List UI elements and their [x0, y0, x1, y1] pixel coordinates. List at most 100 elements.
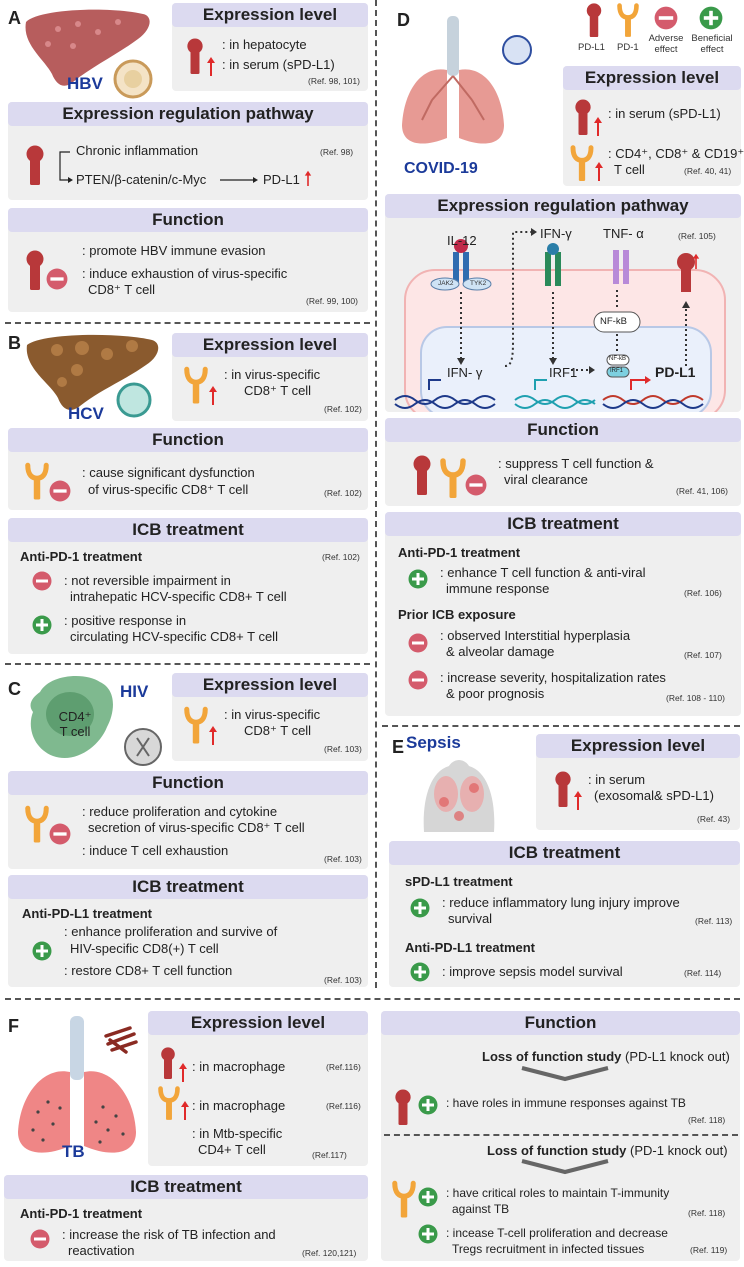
pathway-title-a: Expression regulation pathway — [8, 102, 368, 126]
tb-lungs-illustration — [18, 1016, 138, 1153]
icb-text: : enhance T cell function & anti-viral — [440, 565, 646, 580]
legend-pdl1-icon — [585, 3, 603, 37]
pd1-icon — [25, 462, 49, 500]
icb-text: reactivation — [68, 1243, 135, 1258]
function-text: : cause significant dysfunction — [82, 465, 255, 480]
icb-title-b: ICB treatment — [8, 518, 368, 542]
gene-label: PD-L1 — [655, 364, 696, 380]
reference: (Ref. 108 - 110) — [666, 693, 725, 703]
legend-pd1-icon — [617, 3, 639, 37]
reference: (Ref. 102) — [324, 404, 362, 414]
expression-box-f — [148, 1011, 368, 1166]
pdl1-icon — [186, 36, 204, 76]
expression-text: : in virus-specific — [224, 707, 321, 722]
beneficial-effect-icon — [410, 962, 430, 982]
adverse-effect-icon — [465, 474, 487, 496]
icb-text: HIV-specific CD8(+) T cell — [70, 941, 219, 956]
torso-illustration — [423, 760, 495, 832]
pathway-label: IRF1 — [610, 368, 624, 374]
up-arrow-icon — [594, 161, 604, 181]
icb-text: : not reversible impairment in — [64, 573, 231, 588]
expression-title-e: Expression level — [536, 734, 740, 758]
divider-f — [5, 998, 740, 1000]
function-text: : suppress T cell function & — [498, 456, 654, 471]
adverse-effect-icon — [46, 268, 68, 290]
pathway-text: PTEN/β-catenin/c-Myc — [76, 172, 207, 187]
beneficial-effect-icon — [408, 569, 428, 589]
icb-text: : reduce inflammatory lung injury improv… — [442, 895, 680, 910]
up-arrow-icon — [206, 56, 216, 76]
expression-text: : in Mtb-specific — [192, 1126, 283, 1141]
pathway-arrows — [59, 151, 258, 183]
legend-adverse-icon — [654, 6, 678, 30]
function-text: viral clearance — [504, 472, 588, 487]
cirrhotic-liver-illustration — [26, 334, 159, 418]
pathway-title-d: Expression regulation pathway — [385, 194, 741, 218]
panel-label-e: E — [392, 737, 405, 757]
reference: (Ref.116) — [326, 1101, 361, 1111]
pdl1-icon — [574, 98, 592, 136]
adverse-effect-icon — [49, 823, 71, 845]
function-text: Tregs recruitment in infected tissues — [452, 1242, 645, 1256]
reference: (Ref. 103) — [324, 744, 362, 754]
beneficial-effect-icon — [418, 1095, 438, 1115]
legend-beneficial-icon — [699, 6, 723, 30]
pdl1-icon — [160, 1046, 176, 1080]
pd1-icon — [158, 1086, 180, 1120]
expression-text: : CD4⁺, CD8⁺ & CD19⁺ — [608, 146, 744, 161]
legend-label: PD-1 — [617, 42, 639, 53]
adverse-effect-icon — [32, 571, 52, 591]
function-text: : induce T cell exhaustion — [82, 843, 229, 858]
panel-label-a: A — [8, 8, 21, 28]
icb-text: immune response — [446, 581, 550, 596]
reference: (Ref. 98) — [320, 147, 354, 157]
pdl1-icon — [412, 452, 432, 498]
pd1-icon — [184, 366, 208, 404]
icb-title-c: ICB treatment — [8, 875, 368, 899]
icb-text: : improve sepsis model survival — [442, 964, 623, 979]
reference: (Ref. 102) — [324, 488, 362, 498]
virus-label-hcv: HCV — [68, 404, 104, 423]
icb-text: circulating HCV-specific CD8+ T cell — [70, 629, 278, 644]
reference: (Ref. 40, 41) — [684, 166, 732, 176]
pathway-label: TYK2 — [470, 280, 487, 287]
reference: (Ref. 43) — [697, 814, 731, 824]
virus-label-hiv: HIV — [120, 682, 149, 701]
liver-illustration — [25, 9, 153, 99]
treatment-subtitle: Anti-PD-1 treatment — [20, 549, 143, 564]
pathway-label: TNF- α — [603, 226, 644, 241]
treatment-subtitle: Anti-PD-L1 treatment — [22, 906, 153, 921]
chevron-icon — [521, 1159, 609, 1175]
adverse-effect-icon — [408, 670, 428, 690]
cell-label: CD4⁺ T cell — [58, 709, 92, 739]
reference: (Ref. 118) — [688, 1208, 726, 1218]
pathway-label: JAK2 — [438, 280, 454, 287]
pathway-label: IL-12 — [447, 233, 477, 248]
beneficial-effect-icon — [32, 615, 52, 635]
up-arrow-icon — [304, 169, 312, 187]
treatment-subtitle: Anti-PD-1 treatment — [20, 1206, 143, 1221]
condition-label-tb: TB — [62, 1142, 85, 1161]
expression-text: CD8⁺ T cell — [244, 383, 312, 398]
adverse-effect-icon — [30, 1229, 50, 1249]
function-title-d: Function — [385, 418, 741, 442]
icb-text: : restore CD8+ T cell function — [64, 963, 233, 978]
pd1-icon — [184, 706, 208, 744]
up-arrow-icon — [208, 385, 218, 405]
treatment-subtitle: Prior ICB exposure — [398, 607, 516, 622]
icb-text: : increase the risk of TB infection and — [62, 1227, 276, 1242]
icb-text: : positive response in — [64, 613, 187, 628]
pathway-diagram — [394, 228, 726, 412]
icb-text: : enhance proliferation and survive of — [64, 924, 278, 939]
function-title-a: Function — [8, 208, 368, 232]
divider-bc — [5, 663, 370, 665]
divider-vertical — [375, 0, 377, 988]
function-divider — [384, 1134, 738, 1136]
divider-ab — [5, 322, 370, 324]
pd1-icon — [25, 805, 49, 843]
expression-title-b: Expression level — [172, 333, 368, 357]
lungs-illustration — [402, 16, 532, 144]
reference: (Ref. 107) — [684, 650, 722, 660]
reference: (Ref. 103) — [324, 854, 362, 864]
